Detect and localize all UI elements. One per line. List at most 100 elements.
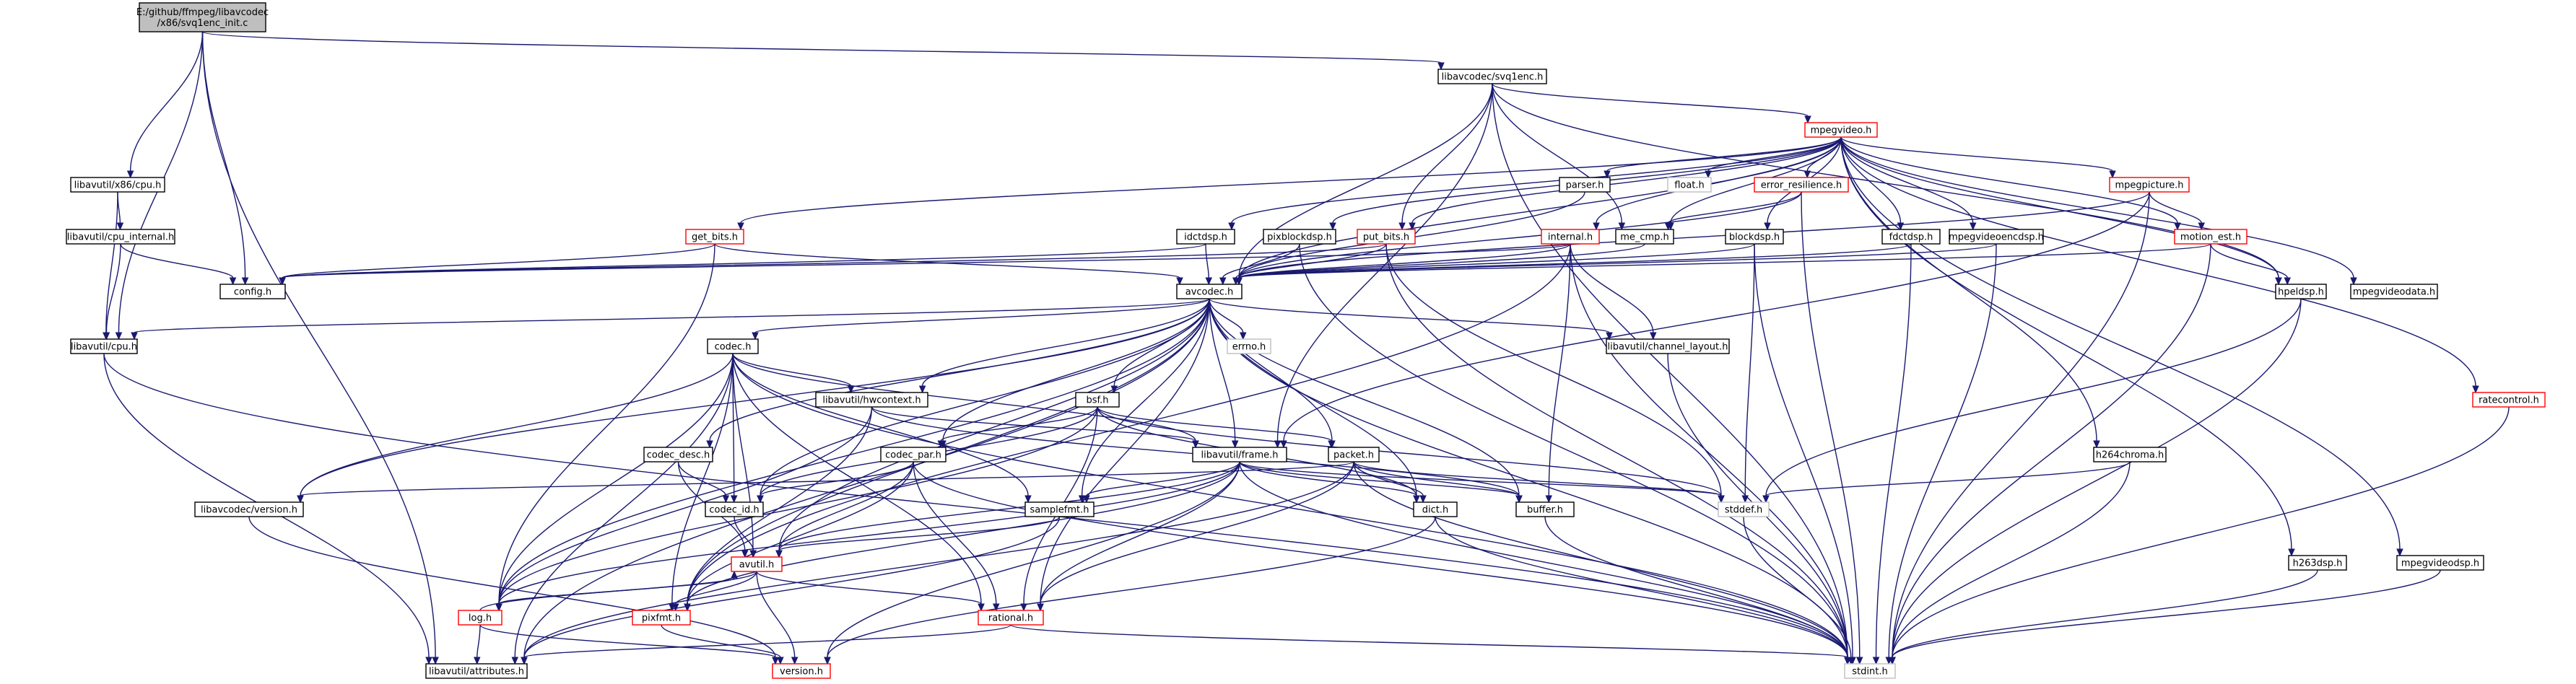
node-config[interactable]: config.h [219, 284, 286, 299]
node-errno[interactable]: errno.h [1227, 338, 1271, 354]
node-log[interactable]: log.h [458, 610, 502, 626]
edge-arrowhead [511, 657, 519, 665]
node-channel_layout[interactable]: libavutil/channel_layout.h [1606, 338, 1730, 354]
node-hwcontext[interactable]: libavutil/hwcontext.h [815, 392, 928, 408]
node-label: errno.h [1232, 342, 1266, 353]
edge-ratecontrol-to-stdint [1889, 406, 2510, 665]
node-get_bits[interactable]: get_bits.h [685, 229, 744, 245]
node-packet[interactable]: packet.h [1328, 447, 1380, 462]
node-label: fdctdsp.h [1889, 232, 1933, 243]
node-stdint[interactable]: stdint.h [1844, 663, 1896, 679]
node-motion_est[interactable]: motion_est.h [2174, 229, 2248, 245]
edge-line [732, 353, 1029, 496]
node-put_bits[interactable]: put_bits.h [1357, 229, 1416, 245]
edge-root-to-svq1enc [201, 31, 1445, 71]
node-mpegvideoencdsp[interactable]: mpegvideoencdsp.h [1949, 229, 2044, 245]
node-error_resilience[interactable]: error_resilience.h [1754, 177, 1849, 193]
node-buffer[interactable]: buffer.h [1515, 501, 1575, 517]
node-cpu[interactable]: libavutil/cpu.h [70, 338, 138, 354]
node-rational[interactable]: rational.h [978, 610, 1044, 626]
node-h264chroma[interactable]: h264chroma.h [2093, 447, 2167, 462]
node-attributes[interactable]: libavutil/attributes.h [425, 663, 528, 679]
edge-avcodec-to-hwcontext [918, 298, 1210, 394]
node-me_cmp[interactable]: me_cmp.h [1615, 229, 1674, 245]
node-box [1075, 392, 1120, 408]
node-box [1357, 229, 1416, 245]
edge-log-to-avutil [479, 570, 738, 611]
edge-arrowhead [1762, 495, 1770, 504]
node-parser[interactable]: parser.h [1559, 177, 1611, 193]
edge-codec_par-to-avutil [775, 461, 914, 558]
node-blockdsp[interactable]: blockdsp.h [1725, 229, 1784, 245]
node-avcodec[interactable]: avcodec.h [1176, 284, 1243, 299]
edge-avcodec-to-packet [1209, 298, 1336, 449]
edge-arrowhead [425, 657, 432, 665]
node-samplefmt[interactable]: samplefmt.h [1024, 501, 1095, 517]
edge-root-to-x86cpu [126, 31, 204, 179]
node-label: float.h [1674, 180, 1705, 191]
node-root[interactable]: E:/github/ffmpeg/libavcodec/x86/svq1enc_… [136, 2, 269, 32]
node-box [1559, 177, 1611, 193]
edge-rational-to-attributes [521, 624, 1011, 665]
node-box [1949, 229, 2044, 245]
node-label: libavutil/cpu_internal.h [67, 232, 174, 243]
edge-motion_est-to-avcodec [1235, 243, 2211, 286]
edge-line [1385, 243, 1722, 496]
node-internal[interactable]: internal.h [1541, 229, 1600, 245]
node-mpegvideodsp[interactable]: mpegvideodsp.h [2396, 555, 2484, 571]
edge-blockdsp-to-stddef [1741, 243, 1755, 504]
edge-line [300, 353, 734, 496]
edge-arrowhead [2275, 277, 2282, 286]
node-stddef[interactable]: stddef.h [1718, 501, 1770, 517]
node-fdctdsp[interactable]: fdctdsp.h [1881, 229, 1941, 245]
edge-hwcontext-to-frame [871, 406, 1199, 449]
node-label: get_bits.h [692, 232, 738, 243]
node-box [772, 663, 831, 679]
node-box [632, 610, 691, 626]
node-mpegpicture[interactable]: mpegpicture.h [2109, 177, 2190, 193]
node-cpu_internal[interactable]: libavutil/cpu_internal.h [66, 229, 175, 245]
edge-put_bits-to-stdint [1385, 243, 1851, 665]
node-label: h263dsp.h [2293, 558, 2343, 569]
edge-cpu_internal-to-cpu [103, 243, 121, 341]
node-codec_id[interactable]: codec_id.h [705, 501, 764, 517]
edge-arrowhead [2288, 548, 2295, 557]
node-h263dsp[interactable]: h263dsp.h [2288, 555, 2347, 571]
node-label: avutil.h [739, 560, 775, 571]
edge-line [1299, 243, 1848, 658]
node-label: avcodec.h [1185, 287, 1234, 298]
node-version_lc[interactable]: libavcodec/version.h [194, 501, 304, 517]
node-codec[interactable]: codec.h [707, 338, 759, 354]
node-frame[interactable]: libavutil/frame.h [1192, 447, 1287, 462]
edge-arrowhead [824, 657, 831, 665]
node-float[interactable]: float.h [1667, 177, 1712, 193]
edge-arrowhead [1847, 657, 1855, 665]
node-box [1844, 663, 1896, 679]
node-dict[interactable]: dict.h [1413, 501, 1458, 517]
edge-line [1239, 461, 1417, 496]
node-pixfmt[interactable]: pixfmt.h [632, 610, 691, 626]
edge-line [677, 461, 727, 496]
edge-avcodec-to-channel_layout [1209, 298, 1613, 341]
node-x86cpu[interactable]: libavutil/x86/cpu.h [70, 177, 165, 193]
node-hpeldsp[interactable]: hpeldsp.h [2275, 284, 2327, 299]
node-label: libavutil/channel_layout.h [1608, 342, 1728, 353]
node-svq1enc[interactable]: libavcodec/svq1enc.h [1437, 69, 1547, 84]
node-mpegvideo[interactable]: mpegvideo.h [1804, 122, 1878, 138]
edge-line [514, 353, 734, 658]
node-codec_par[interactable]: codec_par.h [880, 447, 947, 462]
node-pixblockdsp[interactable]: pixblockdsp.h [1263, 229, 1336, 245]
node-idctdsp[interactable]: idctdsp.h [1176, 229, 1235, 245]
edge-line [105, 191, 118, 333]
node-bsf[interactable]: bsf.h [1075, 392, 1120, 408]
edge-line [1892, 243, 2211, 658]
edge-line [1840, 136, 1902, 224]
node-codec_desc[interactable]: codec_desc.h [643, 447, 713, 462]
node-mpegvideodata[interactable]: mpegvideodata.h [2350, 284, 2438, 299]
node-avutil[interactable]: avutil.h [731, 556, 783, 572]
node-ratecontrol[interactable]: ratecontrol.h [2472, 392, 2546, 408]
edge-avcodec-to-codec_par [939, 298, 1210, 449]
edge-svq1enc-to-mpegvideo [1492, 83, 1811, 124]
edge-line [498, 353, 734, 605]
node-version[interactable]: version.h [772, 663, 831, 679]
